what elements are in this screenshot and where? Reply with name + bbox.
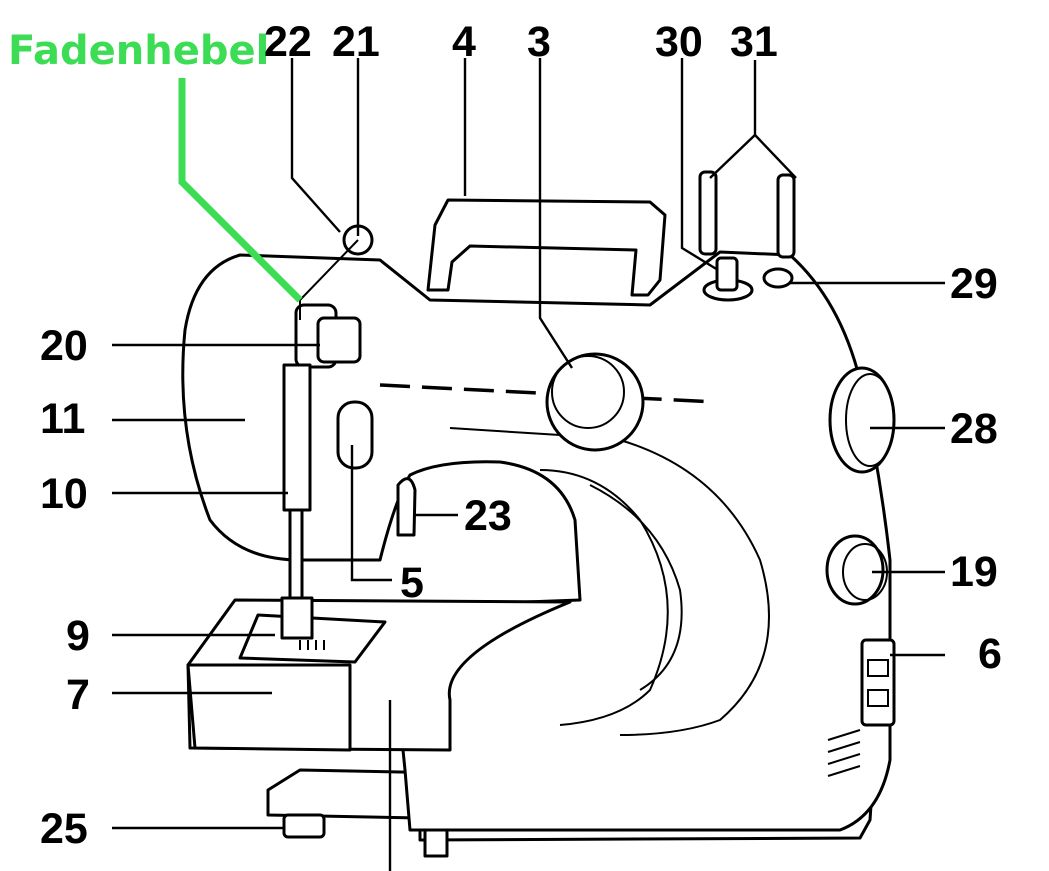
- needle: [288, 508, 304, 602]
- leader-22: [290, 58, 341, 233]
- labels: Fadenhebel 22 21 4 3 30 31 29 20 28 11 1…: [8, 18, 1002, 853]
- presser-lever: [396, 477, 417, 537]
- vent-lines: [827, 729, 861, 777]
- decor-stripe: [379, 383, 716, 404]
- leader-lines: [112, 58, 945, 871]
- label-23: 23: [464, 492, 512, 540]
- label-3: 3: [527, 18, 551, 66]
- label-6: 6: [978, 630, 1002, 678]
- label-10: 10: [40, 470, 88, 518]
- leader-30: [680, 58, 719, 272]
- switch-1: [867, 659, 889, 677]
- label-22: 22: [264, 18, 312, 66]
- label-19: 19: [950, 548, 998, 596]
- label-9: 9: [66, 612, 90, 660]
- machine-foot-rear: [423, 828, 449, 858]
- leader-31: [709, 133, 797, 179]
- label-11: 11: [40, 395, 85, 443]
- label-20: 20: [40, 322, 88, 370]
- hand-wheel-inner: [551, 355, 625, 429]
- label-25: 25: [40, 805, 88, 853]
- spool-pin-left: [698, 170, 718, 256]
- needle-bar: [282, 363, 312, 512]
- stitch-dial: [825, 534, 885, 606]
- leader-5: [350, 445, 392, 582]
- sewing-machine-drawing: [181, 170, 896, 858]
- arm-curve: [539, 469, 669, 726]
- reverse-button: [336, 400, 374, 470]
- knob-28-face: [845, 373, 895, 467]
- label-7: 7: [66, 671, 90, 719]
- carry-handle: [426, 198, 667, 297]
- label-5: 5: [400, 559, 424, 607]
- switch-panel: [860, 638, 896, 727]
- free-arm-front: [186, 663, 352, 752]
- bobbin-winder-spindle: [715, 256, 739, 292]
- hand-wheel: [545, 352, 645, 452]
- bobbin-stopper: [762, 267, 794, 289]
- label-31: 31: [730, 18, 778, 66]
- spool-pin-right: [776, 173, 796, 259]
- leader-3: [538, 58, 574, 369]
- presser-foot: [280, 596, 314, 640]
- arm-curve-inner: [589, 484, 683, 691]
- label-4: 4: [452, 18, 476, 66]
- feed-dogs: [299, 640, 325, 650]
- label-29: 29: [950, 260, 998, 308]
- arm-curve-outer: [619, 439, 770, 736]
- machine-foot: [282, 813, 326, 839]
- label-fadenhebel: Fadenhebel: [8, 28, 269, 74]
- switch-2: [867, 689, 889, 707]
- label-21: 21: [332, 18, 380, 66]
- label-30: 30: [655, 18, 703, 66]
- decor-stripe-2: [449, 427, 561, 436]
- tension-dial: [316, 316, 362, 364]
- label-28: 28: [950, 405, 998, 453]
- leader-fadenhebel: [178, 78, 303, 303]
